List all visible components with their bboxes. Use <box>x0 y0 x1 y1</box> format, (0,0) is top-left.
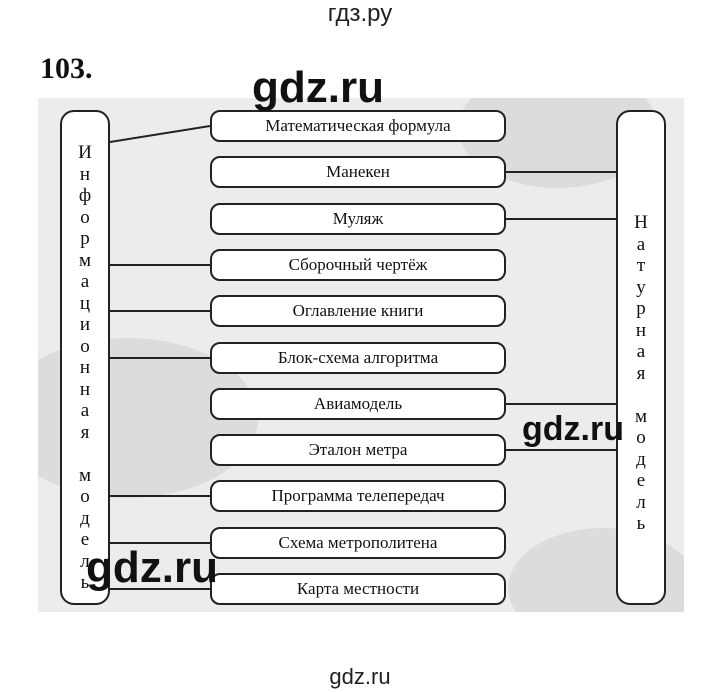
label-letter: н <box>635 319 647 341</box>
site-header: гдз.ру <box>327 0 393 27</box>
diagram-item: Авиамодель <box>210 388 506 420</box>
label-letter: д <box>636 448 646 470</box>
diagram-item: Эталон метра <box>210 434 506 466</box>
label-letter: а <box>80 271 90 292</box>
diagram-item: Математическая формула <box>210 110 506 142</box>
watermark-middle: gdz.ru <box>522 410 624 448</box>
label-letter: л <box>636 491 646 513</box>
label-letter: а <box>636 233 646 255</box>
label-letter: И <box>78 142 92 163</box>
label-letter: е <box>80 529 90 550</box>
label-letter: м <box>78 249 92 271</box>
label-letter: л <box>80 550 90 572</box>
watermark-footer: gdz.ru <box>329 664 391 689</box>
label-letter: а <box>636 341 646 362</box>
diagram-item: Карта местности <box>210 573 506 605</box>
label-letter: о <box>80 206 90 228</box>
label-letter: я <box>80 421 90 443</box>
task-number: 103. <box>40 52 93 85</box>
label-letter: д <box>80 507 90 529</box>
label-letter: о <box>636 427 646 448</box>
label-letter: ь <box>80 572 90 593</box>
label-letter: м <box>78 464 92 486</box>
label-letter: Н <box>634 212 648 233</box>
label-letter: е <box>636 470 646 491</box>
diagram-item: Схема метрополитена <box>210 527 506 559</box>
diagram-item: Манекен <box>210 156 506 188</box>
label-letter: т <box>636 255 646 276</box>
label-letter: р <box>636 298 646 319</box>
label-letter: н <box>79 378 91 400</box>
diagram-item: Сборочный чертёж <box>210 249 506 281</box>
connector-to-information-model <box>109 125 211 143</box>
label-letter: я <box>636 362 646 384</box>
label-letter: ф <box>78 185 92 206</box>
watermark-top: gdz.ru <box>252 63 384 112</box>
diagram-item: Программа телепередач <box>210 480 506 512</box>
label-letter: н <box>79 357 91 378</box>
label-letter: н <box>79 163 91 185</box>
label-letter: м <box>634 405 648 427</box>
diagram-item: Блок-схема алгоритма <box>210 342 506 374</box>
label-letter: о <box>80 486 90 507</box>
label-letter: ь <box>636 513 646 534</box>
diagram-item: Муляж <box>210 203 506 235</box>
label-letter: и <box>79 314 91 335</box>
label-letter: а <box>80 400 90 421</box>
label-letter: р <box>80 228 90 249</box>
label-letter: о <box>80 335 90 357</box>
watermark-bottom-left: gdz.ru <box>86 543 218 592</box>
label-letter: ц <box>79 292 91 314</box>
diagram-item: Оглавление книги <box>210 295 506 327</box>
label-letter: у <box>636 276 646 298</box>
